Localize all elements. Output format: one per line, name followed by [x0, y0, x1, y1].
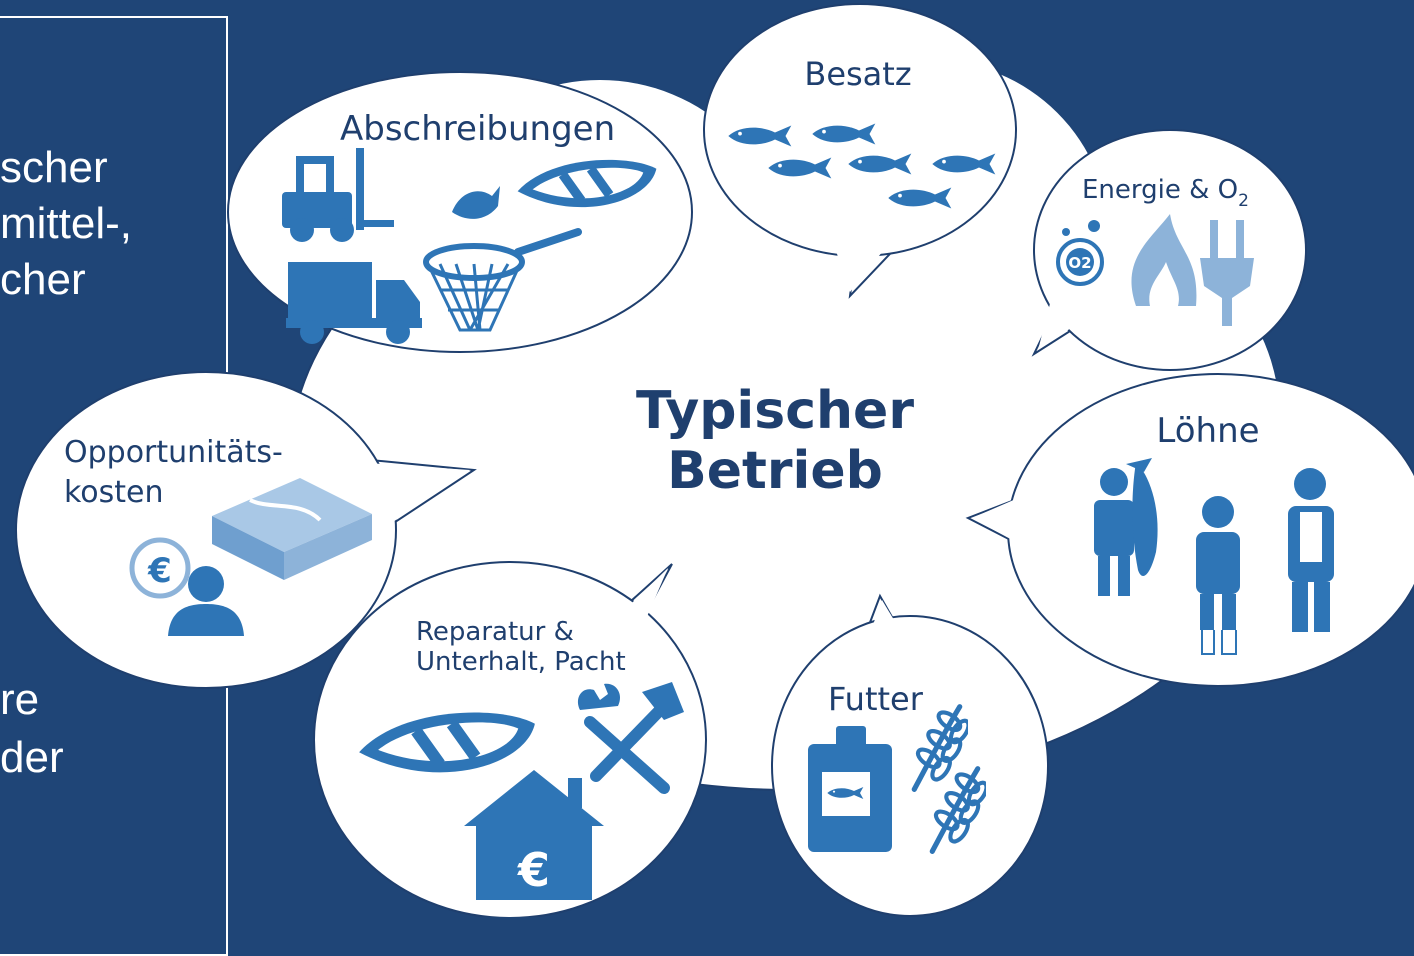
reparatur-label-line-2: Unterhalt, Pacht — [416, 647, 626, 677]
center-title-line-1: Typischer — [636, 381, 914, 441]
svg-text:O2: O2 — [1068, 254, 1091, 272]
o2-icon: O2 — [1056, 220, 1104, 286]
hammer-wrench-icon — [577, 682, 684, 794]
reparatur-label-line-1: Reparatur & — [416, 617, 574, 647]
wader-icon — [1288, 468, 1334, 632]
left-text-line-1: scher — [0, 143, 108, 192]
forklift-icon — [282, 148, 394, 242]
left-text-line-5: der — [0, 733, 64, 782]
flame-icon — [1131, 214, 1197, 306]
house-euro-icon: € — [464, 770, 604, 900]
fishing-net-icon — [423, 186, 582, 332]
euro-icon: € — [517, 843, 550, 897]
left-text-line-4: re — [0, 675, 40, 724]
bubble-futter: Futter — [771, 593, 1049, 917]
landscape-icon — [212, 478, 372, 580]
center-title-line-2: Betrieb — [667, 441, 883, 501]
cost-diagram: Typischer Betrieb Abschreibungen — [15, 3, 1414, 917]
truck-icon — [286, 262, 422, 344]
energie-label: Energie & O2 — [1082, 175, 1249, 211]
plug-icon — [1200, 220, 1254, 326]
bubble-besatz: Besatz — [703, 3, 1017, 299]
bubble-loehne: Löhne — [965, 373, 1414, 687]
svg-text:€: € — [147, 551, 172, 591]
worker-icon — [1196, 496, 1240, 655]
person-euro-icon: € — [129, 537, 244, 636]
bubble-reparatur: Reparatur & Unterhalt, Pacht € — [313, 561, 707, 917]
besatz-label: Besatz — [804, 55, 911, 93]
abschreibungen-label: Abschreibungen — [340, 109, 615, 149]
left-text-line-2: mittel-, — [0, 199, 132, 248]
feed-bag-icon — [808, 726, 892, 852]
opportunitaet-label-line-1: Opportunitäts- — [64, 435, 283, 470]
bubble-energie: Energie & O2 O2 — [1031, 129, 1307, 371]
bubble-abschreibungen: Abschreibungen — [227, 71, 693, 353]
opportunitaet-label-line-2: kosten — [64, 475, 164, 510]
loehne-label: Löhne — [1156, 411, 1259, 451]
left-text-line-3: cher — [0, 255, 86, 304]
fisher-icon — [1094, 458, 1158, 596]
futter-label: Futter — [828, 680, 924, 718]
bubble-opportunitaet: Opportunitäts- kosten € — [15, 371, 477, 689]
